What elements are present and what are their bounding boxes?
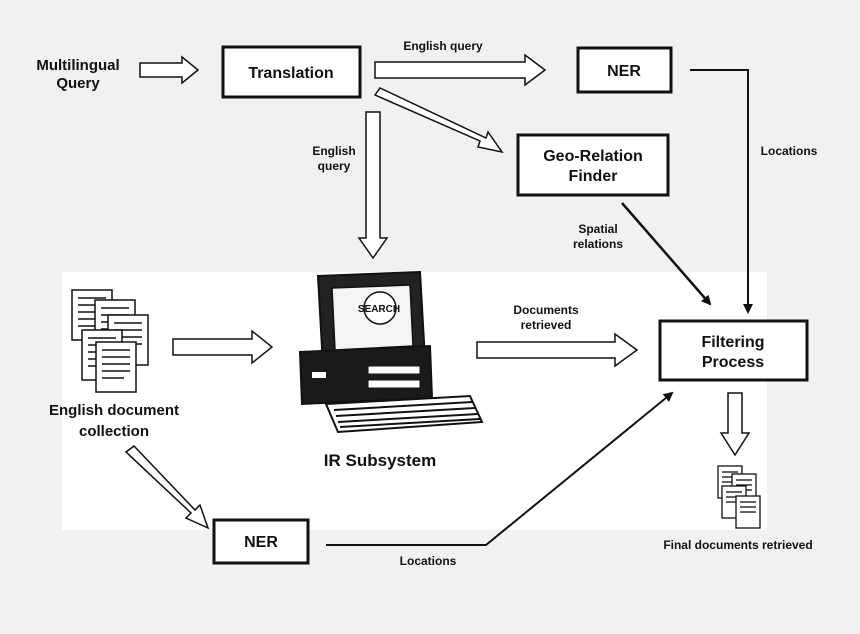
document-collection-line1: English document <box>49 402 179 419</box>
arrow-query-to-translation <box>139 55 200 85</box>
line-nerbottom-to-filtering <box>326 391 674 546</box>
ner-top-label: NER <box>607 63 641 80</box>
filtering-process-box: Filtering Process <box>658 319 809 382</box>
english-query-down-line2: query <box>318 159 351 173</box>
ner-bottom-box: NER <box>212 518 310 565</box>
ner-bottom-label: NER <box>244 534 278 551</box>
final-documents-label: Final documents retrieved <box>663 538 812 552</box>
english-query-down-line1: English <box>312 144 355 158</box>
arrow-translation-to-ir <box>357 111 389 260</box>
ner-top-box: NER <box>576 46 673 94</box>
spatial-relations-line2: relations <box>573 237 623 251</box>
document-collection-line2: collection <box>79 423 149 440</box>
filtering-label-line1: Filtering <box>701 334 764 351</box>
documents-retrieved-line2: retrieved <box>521 318 572 332</box>
multilingual-query-line1: Multilingual <box>36 57 119 74</box>
spatial-relations-line1: Spatial <box>578 222 617 236</box>
arrow-translation-to-geo <box>373 87 504 154</box>
line-ner-to-filtering <box>690 69 753 314</box>
ir-subsystem-label: IR Subsystem <box>324 451 436 470</box>
translation-box: Translation <box>221 45 362 99</box>
arrow-collection-to-ir <box>172 329 274 365</box>
geo-relation-label-line2: Finder <box>569 168 618 185</box>
search-screen-text: SEARCH <box>358 304 400 315</box>
line-geo-to-filtering <box>621 202 712 306</box>
locations-bottom-label: Locations <box>400 554 457 568</box>
filtering-label-line2: Process <box>702 354 764 371</box>
document-stack-icon <box>71 289 149 393</box>
documents-retrieved-line1: Documents <box>513 303 579 317</box>
computer-icon: SEARCH <box>298 270 484 434</box>
final-documents-icon <box>717 465 761 529</box>
english-query-top-label: English query <box>403 39 483 53</box>
arrow-filtering-to-final <box>719 392 751 457</box>
locations-right-label: Locations <box>761 144 818 158</box>
translation-label: Translation <box>248 65 333 82</box>
arrow-translation-to-ner <box>374 53 547 87</box>
arrow-collection-to-ner <box>124 445 210 530</box>
geo-relation-label-line1: Geo-Relation <box>543 148 643 165</box>
arrow-ir-to-filtering <box>476 332 639 368</box>
multilingual-query-line2: Query <box>56 75 100 92</box>
geo-relation-finder-box: Geo-Relation Finder <box>516 133 670 197</box>
